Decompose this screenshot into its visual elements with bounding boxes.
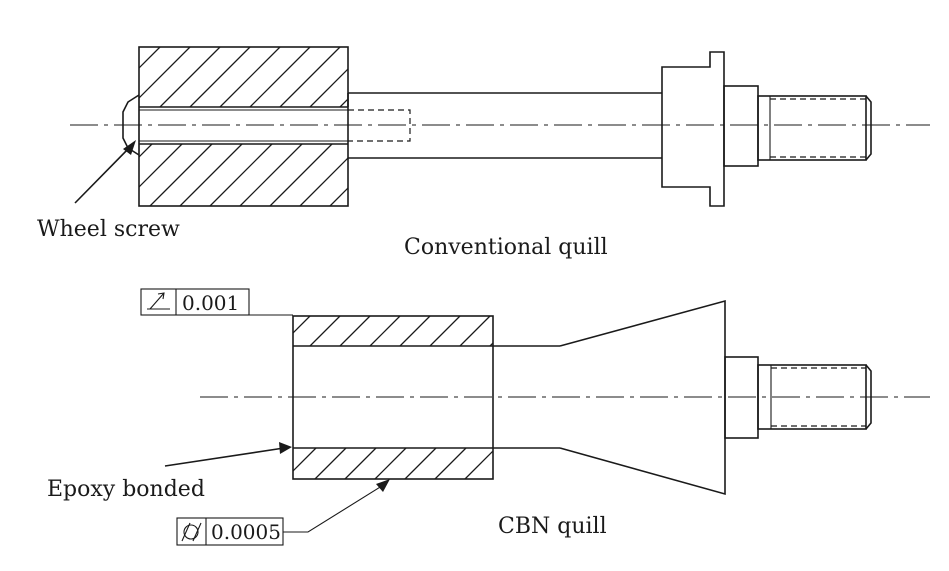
epoxy-leader [164, 447, 285, 467]
wheel-screw-leader [74, 144, 133, 204]
threaded-end-top [757, 95, 867, 161]
label-cbn-quill: CBN quill [498, 514, 607, 539]
cylindricity-leader [283, 483, 386, 533]
label-epoxy-bonded: Epoxy bonded [47, 477, 205, 502]
sleeve-hatch-upper [293, 316, 493, 346]
wheel-hatch-upper [139, 47, 348, 107]
circular-runout-icon [147, 292, 170, 310]
cbn-sleeve [292, 315, 494, 480]
cylindricity-value: 0.0005 [211, 520, 281, 544]
cylindricity-icon [181, 522, 202, 542]
label-conventional-quill: Conventional quill [404, 235, 608, 260]
quill-flange [661, 51, 725, 207]
cbn-quill: 0.001 [140, 288, 930, 546]
conventional-quill [70, 46, 930, 207]
quill-step [723, 85, 759, 167]
screw-shank-hidden [348, 109, 411, 142]
wheel-hatch-lower [139, 144, 348, 206]
threaded-end-bottom [757, 364, 867, 430]
sleeve-hatch-lower [293, 448, 493, 479]
label-wheel-screw: Wheel screw [37, 217, 180, 242]
runout-value: 0.001 [182, 291, 239, 315]
